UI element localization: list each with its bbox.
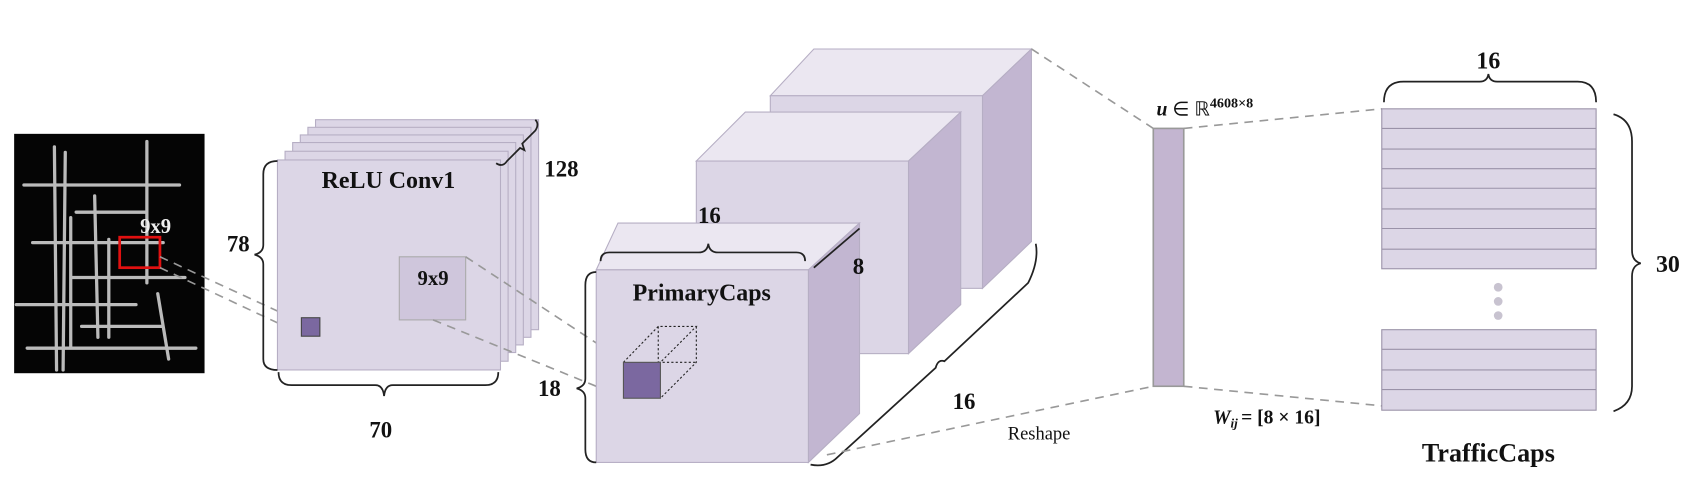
conv1-width: 70 [369, 417, 392, 442]
primary-caps-height: 18 [538, 376, 561, 401]
primary-caps-cube-1: PrimaryCaps [595, 221, 861, 464]
ellipsis-dot [1493, 282, 1503, 292]
input-kernel-label: 9x9 [140, 216, 171, 238]
traffic-caps-title: TrafficCaps [1422, 438, 1555, 467]
conv1-kernel-label: 9x9 [418, 268, 449, 290]
u-vector-label: u ∈ ℝ4608×8 [1157, 96, 1254, 121]
traffic-caps-count: 30 [1656, 252, 1680, 278]
conv1-height: 78 [227, 231, 250, 256]
traffic-caps-top-block [1381, 108, 1597, 270]
conv1-unit [300, 317, 321, 337]
capsule-unit [622, 361, 661, 399]
conv1-stack: ReLU Conv1 9x9 [276, 119, 540, 371]
ellipsis-dot [1493, 297, 1503, 306]
primary-caps-title: PrimaryCaps [633, 280, 771, 306]
reshape-label: Reshape [1008, 424, 1071, 444]
primary-caps-depth: 8 [853, 254, 864, 279]
capsule-wireframe [623, 325, 698, 399]
kernel-box [118, 235, 162, 270]
conv1-depth: 128 [544, 156, 578, 181]
u-vector-bar [1152, 127, 1185, 388]
input-road-image: 9x9 [14, 133, 205, 374]
traffic-caps-bottom-block [1381, 329, 1597, 411]
traffic-caps-width: 16 [1476, 49, 1500, 75]
conv1-title: ReLU Conv1 [322, 168, 456, 194]
weights-label: Wij= [8 × 16] [1213, 407, 1320, 430]
primary-caps-count: 16 [953, 389, 976, 414]
ellipsis-dot [1493, 311, 1503, 320]
primary-caps-width: 16 [698, 203, 721, 228]
